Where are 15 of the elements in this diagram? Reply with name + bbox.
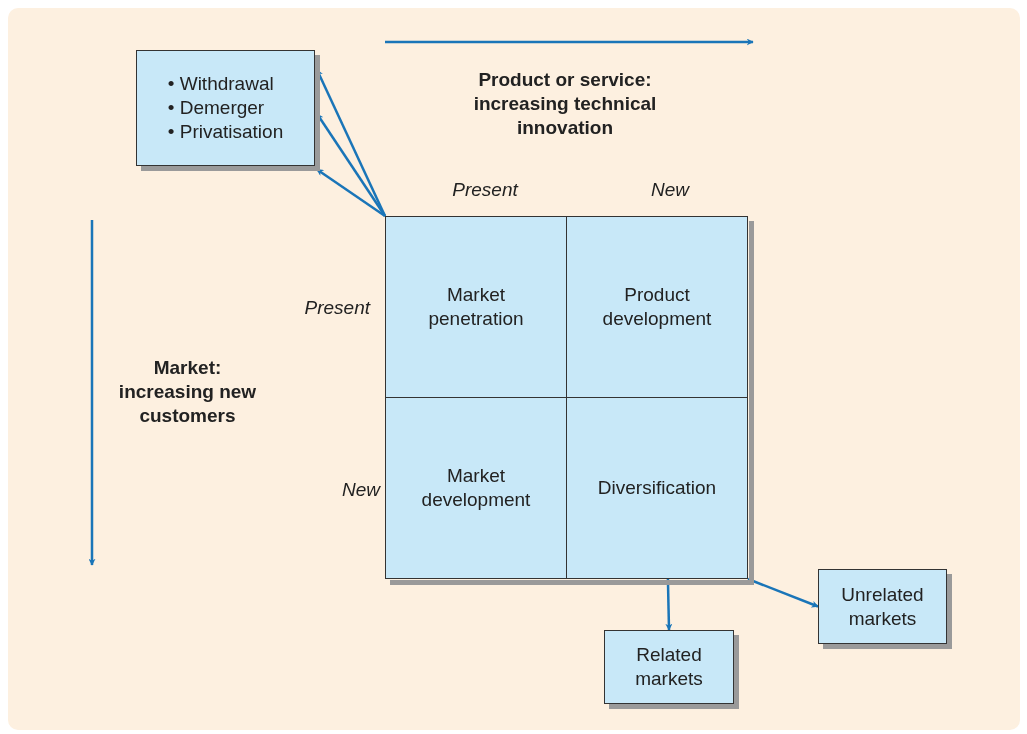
arrow xyxy=(316,168,386,218)
list-item: • Demerger xyxy=(167,96,266,120)
matrix-cell: Market penetration xyxy=(385,216,567,398)
column-header: New xyxy=(650,178,691,202)
axis-title: Market: increasing new customers xyxy=(117,356,258,428)
arrow xyxy=(747,577,819,608)
row-header: New xyxy=(341,478,380,502)
list-item: • Privatisation xyxy=(167,120,284,144)
row-header: Present xyxy=(303,296,370,320)
list-item: • Withdrawal xyxy=(167,72,275,96)
matrix-cell: Market development xyxy=(385,397,567,579)
matrix-cell: Diversification xyxy=(566,397,748,579)
matrix-cell: Product development xyxy=(566,216,748,398)
axis-title: Product or service: increasing technical innovation xyxy=(472,68,658,140)
column-header: Present xyxy=(451,178,520,202)
